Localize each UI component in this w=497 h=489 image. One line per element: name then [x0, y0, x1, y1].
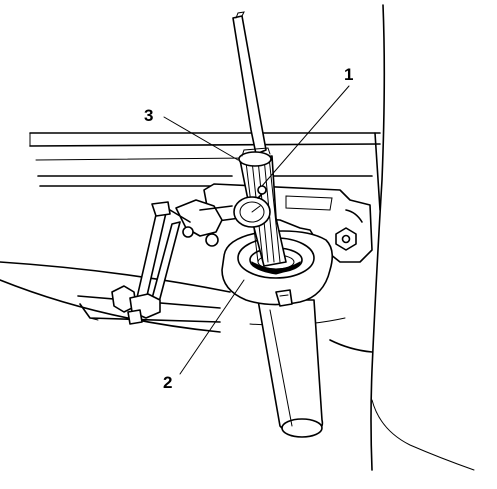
tool-rod: [232, 11, 267, 155]
bearing-housing: [221, 230, 334, 306]
leader-line-3: [163, 116, 239, 161]
callout-3: 3: [144, 106, 153, 125]
column-jacket: [257, 299, 324, 438]
callout-2: 2: [163, 373, 172, 392]
linkage-rods: [135, 201, 191, 307]
retaining-clip: [275, 289, 293, 307]
leader-lines: [163, 85, 350, 375]
linkage-knobs: [111, 285, 161, 325]
leader-line-2: [179, 279, 245, 375]
bracket-nut: [335, 227, 357, 251]
indicator-clamp: [175, 199, 233, 247]
firewall-edge: [370, 4, 475, 471]
callout-1: 1: [344, 65, 353, 84]
dash-panel: [29, 132, 381, 211]
leader-line-1: [261, 85, 350, 187]
